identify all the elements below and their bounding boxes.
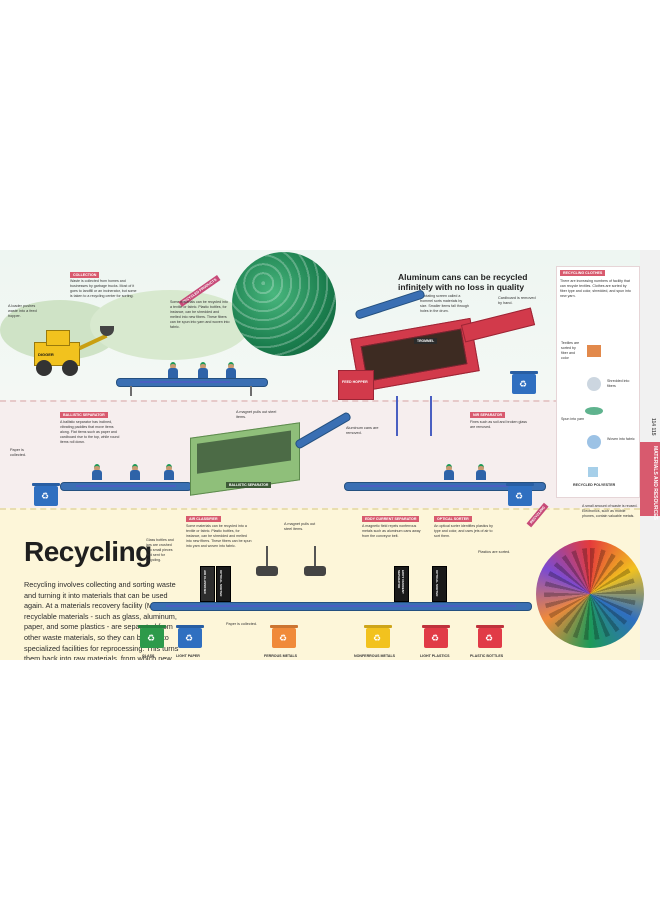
optical-sorter-label: OPTICAL SORTER bbox=[434, 516, 472, 522]
magnet-crane bbox=[300, 546, 330, 586]
recycled-products-text: Some materials can be recycled into a te… bbox=[170, 300, 230, 329]
trommel-label: TROMMEL bbox=[414, 338, 438, 344]
magnet-callout: A magnet pulls out steel items. bbox=[236, 410, 277, 419]
hill bbox=[90, 290, 250, 360]
middle-band bbox=[0, 400, 640, 510]
trommel-text: A rotating screen called a trommel sorts… bbox=[420, 294, 469, 313]
magnet-crane bbox=[252, 546, 282, 586]
worker bbox=[168, 362, 178, 378]
feed-hopper: FEED HOPPER bbox=[338, 370, 374, 400]
flow-arrow bbox=[140, 381, 230, 383]
plastic-bin-mid: ♻ bbox=[508, 486, 532, 506]
yarn-spool bbox=[585, 407, 603, 415]
optical-sorter-2: OPTICAL SORTER bbox=[432, 566, 447, 602]
conveyor-leg bbox=[130, 386, 132, 396]
conveyor-leg bbox=[250, 386, 252, 396]
collection-label: COLLECTION bbox=[70, 272, 100, 278]
nonferrous-metals-bin: ♻ bbox=[366, 628, 390, 648]
section-tab-label: MATERIALS AND RESOURCES bbox=[652, 446, 658, 520]
light-paper-bin: ♻ bbox=[178, 628, 202, 648]
bottom-band bbox=[0, 508, 640, 660]
bin-label: PLASTIC BOTTLES bbox=[470, 654, 504, 658]
fines-label: NIR SEPARATOR bbox=[470, 412, 506, 418]
glass-callout: Glass bottles and jars are crushed into … bbox=[146, 538, 174, 562]
air-classifier: AIR CLASSIFIER bbox=[200, 566, 215, 602]
paper-bin: ♻ bbox=[34, 486, 58, 506]
worker bbox=[444, 464, 454, 480]
worker bbox=[476, 464, 486, 480]
air-classifier-text: Some materials can be recycled into a te… bbox=[186, 524, 252, 548]
bin-label: GLASS bbox=[142, 654, 155, 658]
fiber-bundle bbox=[587, 377, 601, 391]
feed-hopper-label: FEED HOPPER bbox=[342, 380, 368, 384]
recycling-clothes-label: RECYCLING CLOTHES bbox=[560, 270, 606, 276]
digger-callout: A loader pushes waste into a feed hopper… bbox=[8, 304, 37, 318]
bin-label: FERROUS METALS bbox=[264, 654, 298, 658]
section-tab[interactable] bbox=[640, 442, 660, 516]
recycling-clothes-panel: RECYCLING CLOTHES There are increasing n… bbox=[556, 266, 640, 498]
recycling-circle-text: A small amount of waste is reused. Elect… bbox=[582, 504, 638, 518]
worker bbox=[92, 464, 102, 480]
eddy-current-label: EDDY CURRENT SEPARATOR bbox=[362, 516, 420, 522]
fabric-bale bbox=[587, 345, 601, 357]
worker bbox=[164, 464, 174, 480]
ballistic-label: BALLISTIC SEPARATOR bbox=[226, 482, 272, 488]
page-number: 114 115 bbox=[650, 418, 656, 436]
clothes-step-2: Shredded into fibers bbox=[607, 379, 630, 388]
light-plastics-bin: ♻ bbox=[424, 628, 448, 648]
bin-label: NONFERROUS METALS bbox=[354, 654, 396, 658]
book-spread: 114 115 MATERIALS AND RESOURCES COLLECTI… bbox=[0, 250, 660, 660]
plastic-callout: Plastics are sorted. bbox=[478, 550, 511, 554]
plastic-bottles-bin: ♻ bbox=[478, 628, 502, 648]
ballistic-section-label: BALLISTIC SEPARATOR bbox=[60, 412, 108, 418]
down-arrow bbox=[430, 396, 432, 436]
ferrous-callout: A magnet pulls out steel items. bbox=[284, 522, 316, 531]
down-arrow bbox=[396, 396, 398, 436]
clothes-step-1: Textiles are sorted by fiber and color bbox=[561, 341, 580, 360]
cardboard-callout: Cardboard is removed by hand. bbox=[498, 296, 536, 305]
digger-label: DIGGER bbox=[38, 352, 54, 357]
recycling-clothes-text: There are increasing numbers of facility… bbox=[560, 279, 631, 298]
flow-arrow bbox=[76, 485, 176, 487]
optical-sorter-text: An optical sorter identifies plastics by… bbox=[434, 524, 493, 538]
bottle-icon bbox=[588, 467, 598, 477]
page-title: Recycling bbox=[24, 536, 152, 567]
recycled-plastic-photo bbox=[232, 252, 336, 356]
optical-sorter-1: OPTICAL SORTER bbox=[216, 566, 231, 602]
aluminum-callout: Aluminum cans are removed. bbox=[346, 426, 379, 435]
fines-text: Fines such as soil and broken glass are … bbox=[470, 420, 527, 429]
flow-arrow bbox=[166, 605, 516, 607]
worker bbox=[198, 362, 208, 378]
eddy-current-machine: EDDY CURRENT SEPARATOR bbox=[394, 566, 409, 602]
air-classifier-label: AIR CLASSIFIER bbox=[186, 516, 221, 522]
clothes-step-3: Spun into yarn bbox=[561, 417, 585, 421]
clothes-step-5: RECYCLED POLYESTER bbox=[573, 483, 616, 487]
ferrous-metals-bin: ♻ bbox=[272, 628, 296, 648]
cables-photo bbox=[536, 540, 644, 648]
worker bbox=[130, 464, 140, 480]
eddy-current-text: A magnetic field repels nonferrous metal… bbox=[362, 524, 421, 538]
worker bbox=[226, 362, 236, 378]
ballistic-section-text: A ballistic separator has inclined, vibr… bbox=[60, 420, 120, 444]
collection-text: Waste is collected from homes and busine… bbox=[70, 279, 137, 298]
paper-callout: Paper is collected. bbox=[10, 448, 27, 457]
bin-label: LIGHT PAPER bbox=[176, 654, 200, 658]
cardboard-bin: ♻ bbox=[512, 374, 536, 394]
digger: DIGGER bbox=[34, 326, 114, 380]
paper-bottom-callout: Paper is collected. bbox=[226, 622, 258, 626]
bin-label: LIGHT PLASTICS bbox=[420, 654, 450, 658]
glass-bin: ♻ bbox=[140, 628, 164, 648]
fabric-sample bbox=[587, 435, 601, 449]
page-intro: Recycling involves collecting and sortin… bbox=[24, 580, 179, 660]
clothes-step-4: Woven into fabric bbox=[607, 437, 635, 441]
headline-caption: Aluminum cans can be recycled infinitely… bbox=[398, 272, 528, 292]
flow-arrow bbox=[360, 485, 530, 487]
